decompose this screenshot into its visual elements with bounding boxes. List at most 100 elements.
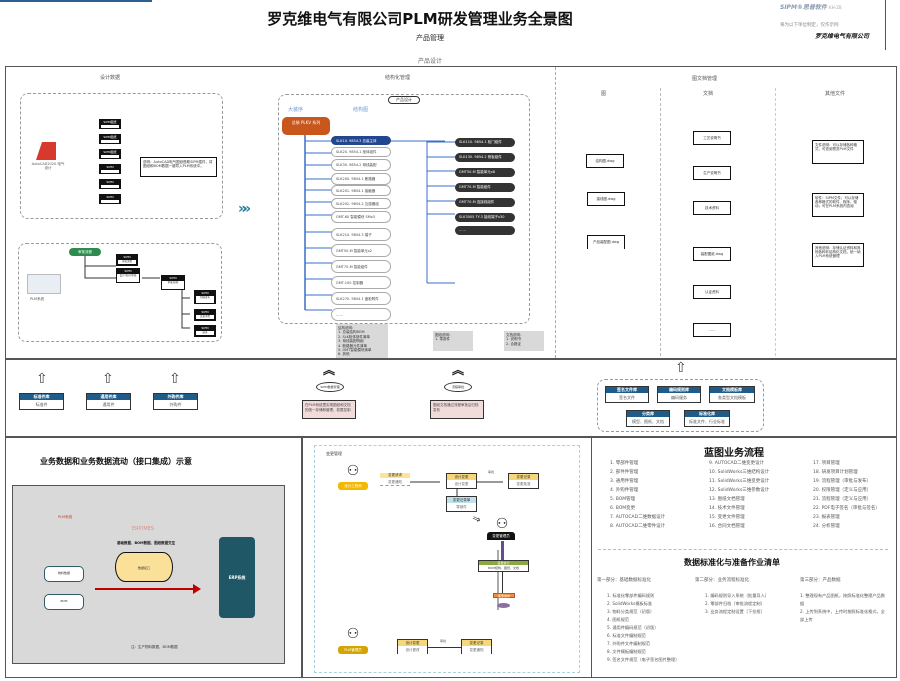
bom-tab-right[interactable]: 结构图 (353, 107, 369, 113)
chip-label: SIPM图纸 (103, 150, 117, 154)
drawing-file[interactable]: 结构图.dwg (586, 154, 624, 168)
list-item: 6. 标准文件编制规范 (607, 633, 646, 638)
list-item: 3. 母线装配明细 (338, 339, 364, 344)
bom-title: 结构化管理 (385, 75, 411, 81)
drawing-file[interactable]: 产品装配图.dwg (587, 235, 625, 249)
library-standard[interactable]: 标准件库标准件 (19, 393, 64, 410)
doc-file[interactable]: 认证资料 (693, 285, 731, 299)
library-signature[interactable]: 签名文件库签名文件 (605, 386, 649, 403)
target-system[interactable]: ERP系统 (219, 537, 255, 618)
library-common[interactable]: 通用件库通用件 (86, 393, 131, 410)
change-execute-box[interactable]: 变更执行 BOM结构、图纸、文档 (478, 560, 529, 572)
drawing-chip[interactable]: SIPM图纸 (99, 119, 121, 129)
brand-note: 将为以下单位制定，仅作示例 (780, 23, 839, 28)
bom-item[interactable]: GMT-100 控制器 (331, 276, 391, 289)
list-item: 11. SolidWorks三维变更设计 (709, 479, 770, 484)
change-sub-box[interactable]: 变更记录单零部件 (446, 496, 477, 512)
bom-item[interactable]: SLK10. 9854.3 总装主体 (331, 136, 391, 145)
library-title: 分类库 (627, 411, 669, 417)
change-release-box[interactable]: 变更发布 (493, 593, 515, 598)
doc-file[interactable]: 生产说明书 (693, 166, 731, 180)
list-item: 22. PDF电子签名（审批与签名） (813, 506, 880, 511)
design-change-box[interactable]: 设计变更设计变更 (446, 473, 477, 489)
bom-item[interactable]: GMT50-M 智能单元x2 (331, 244, 391, 257)
doc-file[interactable]: 技术资料 (693, 201, 731, 215)
autocad-icon (36, 142, 56, 160)
box-head: 变更请求 (380, 473, 410, 478)
col-divider (660, 88, 661, 356)
library-body: 签名文件 (619, 395, 635, 400)
double-chevron-up-icon: ︽ (452, 363, 465, 377)
bom-frame-label: 产品设计 (388, 96, 420, 104)
doc-file[interactable]: 工艺说明书 (693, 131, 731, 145)
library-purchased[interactable]: 外购件库外购件 (153, 393, 198, 410)
up-arrow-icon: ⇧ (102, 371, 114, 387)
page-subtitle: 产品管理 (416, 34, 444, 42)
drawing-chip[interactable]: SIPM (99, 164, 121, 174)
library-standardization[interactable]: 标准化库标准文件、行业标准 (684, 410, 730, 427)
bom-item[interactable]: SLK202. 9854.2 互感器组 (331, 198, 391, 209)
blueprint-title: 蓝图业务流程 (704, 448, 764, 459)
bom-item[interactable]: …… (331, 308, 391, 321)
admin-person-icon: ⚇ (495, 516, 509, 532)
list-item: 17. 项目管理 (813, 461, 840, 466)
library-category[interactable]: 分类库模型、图纸、文档 (626, 410, 670, 427)
bottom-change-box[interactable]: 设计变更设计更改 (397, 639, 428, 654)
bom-child-item[interactable]: SLK3005 TY-3 接线端子x30 (455, 213, 515, 222)
bom-item[interactable]: SLK201. 9854.1 接触器 (331, 185, 391, 196)
bom-child-item[interactable]: GMT70-M 智能组件 (455, 183, 515, 192)
library-coding[interactable]: 编码规则库编码服务 (657, 386, 701, 403)
brand-logo: SIPM®思普软件 KH-ZB (780, 2, 842, 11)
bom-item[interactable]: SLK270. 9854.1 盘柜附件 (331, 292, 391, 305)
drawing-chip[interactable]: SIPM (99, 179, 121, 189)
bom-tab-left[interactable]: 大装序 (288, 107, 304, 113)
library-template[interactable]: 文档模板库各类型文档模板 (709, 386, 755, 403)
doc-file[interactable]: …… (693, 323, 731, 337)
source-box[interactable]: BOM (44, 594, 84, 610)
bom-item[interactable]: SLK210. 9854.3 端子 (331, 228, 391, 241)
change-request-box[interactable]: 变更请求 变更通知 (380, 473, 410, 486)
bom-child-item[interactable]: GMT50-M 智能单元x8 (455, 168, 515, 177)
chip-label: SIPM图纸 (103, 120, 117, 124)
section-label: 产品设计 (417, 58, 442, 65)
source-box[interactable]: 物料数据 (44, 566, 84, 582)
doc-file[interactable]: 装配图纸.dwg (693, 247, 731, 261)
list-item: 文档说明： (506, 333, 524, 337)
list-item: 4. 图纸规范 (607, 617, 630, 622)
chip-label: SIPM (106, 195, 114, 199)
bottom-record-box[interactable]: 变更记录变更通知 (461, 639, 492, 654)
library-title: 编码规则库 (658, 387, 700, 393)
list-item: 13. 图纸文档管理 (709, 497, 745, 502)
workflow-node-label: 审批/批准 (162, 281, 184, 289)
workflow-root[interactable]: 审批流程 (69, 248, 101, 256)
drawing-chip[interactable]: SIPM图纸 (99, 134, 121, 144)
bom-root-node[interactable]: 总装 PLKV 系列 (282, 117, 330, 135)
bom-child-item[interactable]: GMT70-M 连接线组件 (455, 198, 515, 207)
bom-child-item[interactable]: SLK130. 9854.2 侧板组件 (455, 153, 515, 162)
bom-item[interactable]: GMT-60 智能模块 SMx3 (331, 211, 391, 223)
change-record-box[interactable]: 变更记录变更批准 (508, 473, 539, 489)
workflow-node-label: 审批流程 (118, 260, 136, 264)
list-item: 1. 零部件 (435, 337, 450, 342)
drawing-file[interactable]: 接线图.dwg (587, 192, 625, 206)
data-note: 在PLM系统里实现图纸和文档的统一存储和管理，权限控制 (302, 400, 356, 419)
bom-child-item[interactable]: …… (455, 226, 515, 235)
plm-app-label: PLM系统 (30, 297, 45, 301)
change-title: 变更管理 (326, 451, 342, 456)
bom-item[interactable]: GMT70-M 智能组件 (331, 260, 391, 273)
change-panel (314, 445, 580, 673)
drawing-chip[interactable]: SIPM图纸 (99, 149, 121, 159)
drawing-chip[interactable]: SIPM (99, 194, 121, 204)
bom-item[interactable]: SLK200. 9854.1 断路器 (331, 173, 391, 185)
bom-item[interactable]: SLK20. 9854.1 柜体组件 (331, 147, 391, 157)
bom-left-list: SLK10. 9854.3 总装主体 SLK20. 9854.1 柜体组件 SL… (331, 136, 391, 321)
bom-child-item[interactable]: SLK110. 9854.1 柜门组件 (455, 138, 515, 147)
bom-item[interactable]: SLK30. 9854.2 母线装配 (331, 159, 391, 171)
